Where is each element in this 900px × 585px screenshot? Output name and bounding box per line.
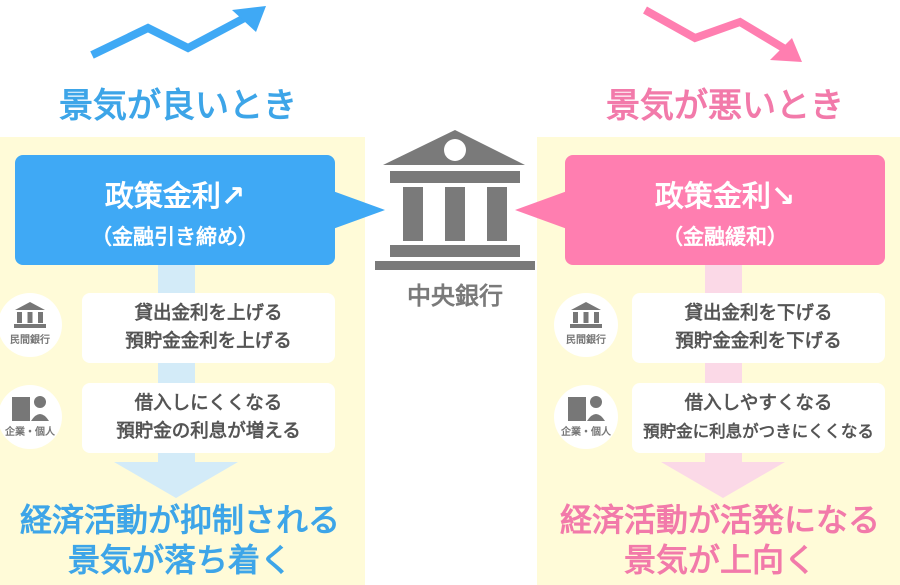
policy-subtitle: （金融引き締め） — [91, 225, 259, 249]
effect-line: 預貯金の利息が増える — [116, 421, 301, 442]
trend-up-icon — [90, 6, 266, 59]
effect-line: 貸出金利を上げる — [134, 303, 283, 324]
flow-arrowhead-right — [661, 462, 785, 498]
bad-result: 経済活動が活発になる 景気が上向く — [540, 500, 900, 580]
policy-title: 政策金利↘ — [654, 179, 796, 213]
policy-subtitle: （金融緩和） — [662, 225, 788, 249]
result-line: 経済活動が抑制される — [19, 501, 340, 539]
central-bank-label: 中央銀行 — [407, 282, 503, 310]
effect-line: 預貯金金利を上げる — [125, 331, 292, 352]
policy-rate-up-box: 政策金利↗ （金融引き締め） — [15, 155, 335, 265]
result-line: 景気が落ち着く — [67, 541, 292, 579]
bad-economy-heading: 景気が悪いとき — [606, 86, 844, 126]
building-person-icon — [12, 396, 49, 421]
building-person-icon — [568, 396, 605, 421]
speech-tail-left — [330, 190, 385, 230]
private-bank-badge: 民間銀行 — [554, 293, 618, 357]
bank-icon — [570, 302, 602, 328]
flow-arrowhead-left — [114, 462, 238, 498]
borrower-effect-box: 借入しにくくなる 預貯金の利息が増える — [82, 383, 335, 453]
business-person-label: 企業・個人 — [561, 427, 611, 438]
effect-line: 預貯金に利息がつきにくくなる — [643, 422, 874, 441]
business-person-badge: 企業・個人 — [554, 385, 618, 449]
private-bank-label: 民間銀行 — [566, 335, 606, 346]
bank-effect-box: 貸出金利を上げる 預貯金金利を上げる — [82, 293, 335, 363]
bank-icon — [375, 130, 535, 270]
bank-icon — [14, 302, 46, 328]
business-person-badge: 企業・個人 — [0, 385, 62, 449]
effect-line: 貸出金利を下げる — [684, 303, 833, 324]
private-bank-label: 民間銀行 — [10, 335, 50, 346]
policy-title: 政策金利↗ — [104, 179, 246, 213]
borrower-effect-box: 借入しやすくなる 預貯金に利息がつきにくくなる — [632, 383, 885, 453]
bank-effect-box: 貸出金利を下げる 預貯金金利を下げる — [632, 293, 885, 363]
effect-line: 借入しやすくなる — [684, 393, 833, 414]
effect-line: 借入しにくくなる — [134, 393, 283, 414]
business-person-label: 企業・個人 — [5, 427, 55, 438]
good-result: 経済活動が抑制される 景気が落ち着く — [0, 500, 360, 580]
policy-rate-down-box: 政策金利↘ （金融緩和） — [565, 155, 885, 265]
good-economy-heading: 景気が良いとき — [59, 86, 297, 126]
private-bank-badge: 民間銀行 — [0, 293, 62, 357]
trend-down-icon — [643, 6, 802, 62]
effect-line: 預貯金金利を下げる — [675, 331, 842, 352]
result-line: 経済活動が活発になる — [559, 501, 880, 539]
result-line: 景気が上向く — [623, 541, 816, 579]
trend-arrows — [90, 6, 802, 62]
speech-tail-right — [515, 190, 570, 230]
